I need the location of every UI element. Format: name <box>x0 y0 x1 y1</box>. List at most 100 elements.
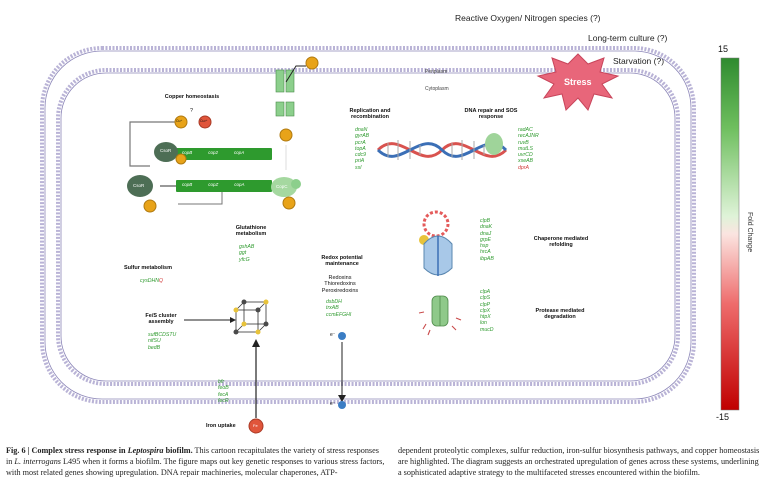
redox-items: Redoxins Thioredoxins Peroxiredoxins <box>300 275 380 294</box>
gene-box: copB <box>182 182 193 187</box>
gene: hsp <box>480 243 489 250</box>
redox-genes: dsbDH trxAB ccmEFGHI <box>326 299 351 318</box>
gene: dnaK <box>480 224 493 231</box>
redox-item: Thioredoxins <box>324 281 356 288</box>
outer-membrane <box>40 46 696 404</box>
protease-genes: clpA clpS clpP clpX htpX lon mucD <box>480 289 494 333</box>
gene: ssl <box>355 164 362 171</box>
gene: clpB <box>480 218 491 224</box>
gene-box: copA <box>234 150 245 155</box>
colorbar-top-tick: 15 <box>718 44 729 54</box>
csor-label-b: CsoR <box>133 183 145 188</box>
cu2-label: Cu²⁺ <box>200 119 208 123</box>
gene: clpX <box>480 307 491 314</box>
electron-label-top: e⁻ <box>330 332 336 338</box>
gene-box: copA <box>234 182 245 187</box>
gene-box: copB <box>182 150 193 155</box>
fes-title: Fe/S cluster assembly <box>145 313 177 326</box>
gene: fecR <box>218 397 229 404</box>
gene: dnaJ <box>480 230 492 237</box>
cell-diagram <box>40 46 740 434</box>
gene: clpS <box>480 295 491 302</box>
chaperone-genes: clpB dnaK dnaJ grpE hsp hrcA ibpAB <box>480 218 494 262</box>
electron-label-bottom: e⁻ <box>330 401 336 407</box>
copper-title: Copper homeostasis <box>164 94 220 100</box>
copper-genes-b: copB copZ copA <box>182 182 245 187</box>
replication-title: Replication and recombination <box>349 108 391 121</box>
gene: mucD <box>480 326 494 333</box>
gene: nifSU <box>148 338 161 345</box>
dna-repair-genes: radAC recAJNR ruvB mutLS uvrCD xseAB dpr… <box>518 127 539 171</box>
protease-title: Protease mediated degradation <box>535 308 585 321</box>
figure-caption-right: dependent proteolytic complexes, sulfur … <box>398 446 760 478</box>
gene: sufBCDSTU <box>148 332 177 338</box>
csor-label-a: CsoR <box>160 148 172 153</box>
repair-protein <box>485 133 503 155</box>
colorbar-bottom-tick: -15 <box>716 412 730 422</box>
glutathione-genes: gshAB ggt yfcG <box>239 244 254 263</box>
gene: pcrA <box>355 139 366 146</box>
colorbar-label: Fold Change <box>746 212 753 253</box>
gene: ruvB <box>518 139 529 146</box>
gene-box: copZ <box>208 182 219 187</box>
gene: topA <box>355 145 366 152</box>
gene: ccmEFGHI <box>326 311 352 318</box>
gene: fecA <box>218 391 229 398</box>
stress-burst <box>536 53 620 111</box>
inner-membrane <box>56 68 680 386</box>
copper-question: ? <box>190 108 194 114</box>
gene-down: Q <box>159 278 164 284</box>
sulfur-genes: cysDHNQ <box>140 278 163 284</box>
gene: priA <box>355 158 365 165</box>
gene: yfcG <box>239 256 250 263</box>
cytoplasm-label: Cytoplasm <box>425 86 449 92</box>
copc-label: CopC <box>276 184 288 189</box>
colorbar <box>720 57 740 411</box>
gene-box: cop2 <box>208 150 219 155</box>
cu1-label: Cu⁺ <box>176 119 183 123</box>
gene: grpE <box>480 236 491 243</box>
csor-protein-a <box>154 142 178 162</box>
periplasm-label: Periplasm <box>425 69 448 75</box>
caption-text2: L495 when it forms a biofilm. The figure… <box>6 457 385 478</box>
gene: clpA <box>480 289 491 295</box>
caption-fig-end: biofilm. <box>163 446 193 455</box>
gene: cdc9 <box>355 152 366 159</box>
gene: uvrCD <box>518 152 533 159</box>
gene: bfr <box>218 379 225 385</box>
gene: feoB <box>218 385 229 392</box>
gene: ggt <box>239 250 247 257</box>
sulfur-title: Sulfur metabolism <box>124 265 172 271</box>
gene: bedB <box>148 344 161 351</box>
gene: trxAB <box>326 305 339 312</box>
gene: htpX <box>480 314 491 321</box>
iron-genes: bfr feoB fecA fecR <box>218 379 229 404</box>
gene: gyrAB <box>355 133 370 140</box>
redox-item: Peroxiredoxins <box>321 287 359 294</box>
gene: lon <box>480 320 487 327</box>
chaperone-title: Chaperone mediated refolding <box>533 236 589 249</box>
fe-label: Fe <box>253 423 258 428</box>
gene: radAC <box>518 127 533 133</box>
redox-title: Redox potential maintenance <box>321 255 363 268</box>
gene-down: dprA <box>518 164 529 171</box>
caption-text1: This cartoon recapitulates the variety o… <box>6 446 379 467</box>
redox-item: Redoxins <box>328 275 352 281</box>
caption-fig-italic: Leptospira <box>127 446 164 455</box>
starvation-label: Starvation (?) <box>613 56 665 66</box>
caption-fig: Fig. 6 | Complex stress response in <box>6 446 128 455</box>
dna-repair-title: DNA repair and SOS response <box>464 108 518 121</box>
gene: dnaN <box>355 127 368 133</box>
fes-cluster <box>235 301 267 333</box>
gene: ibpAB <box>480 255 494 262</box>
gene: gshAB <box>239 244 255 250</box>
gene: hrcA <box>480 249 491 256</box>
gene: recAJNR <box>518 133 539 140</box>
gene: xseAB <box>518 158 533 165</box>
gene: dsbDH <box>326 299 342 305</box>
glutathione-title: Glutathione metabolism <box>235 225 267 238</box>
copper-genes-a: copB cop2 copA <box>182 150 244 155</box>
gene: mutLS <box>518 145 533 152</box>
replication-genes: dnaN gyrAB pcrA topA cdc9 priA ssl <box>355 127 369 171</box>
caption-species: L. interrogans <box>14 457 61 467</box>
